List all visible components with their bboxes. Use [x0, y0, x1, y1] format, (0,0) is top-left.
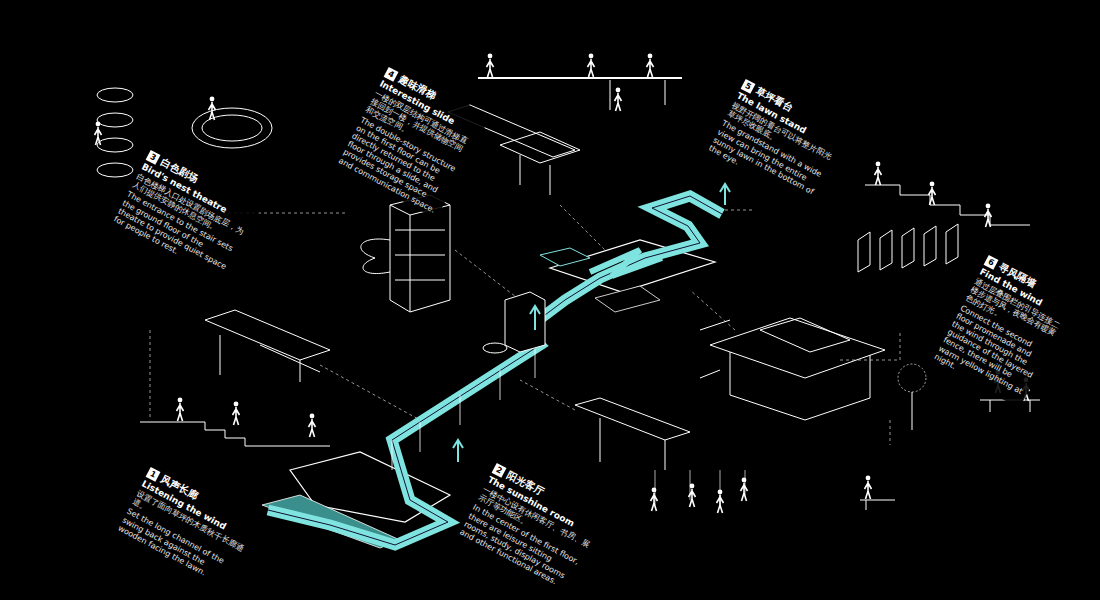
up-arrow [530, 306, 540, 330]
leader-line [320, 365, 420, 420]
tower-box [505, 292, 545, 352]
leader-line [722, 210, 752, 211]
spiral-ring [97, 88, 133, 102]
person [309, 414, 316, 437]
desk [860, 500, 895, 510]
person [689, 484, 696, 507]
person [615, 88, 622, 111]
detail-drawings [97, 78, 1040, 510]
person [741, 478, 748, 501]
tree-trunk [912, 392, 913, 430]
callout-note: 2阳光客厅The sunshine room一楼中心设有休闲客厅、书房、展示厅等… [455, 458, 609, 596]
room-block [595, 286, 660, 312]
pavilion-building [710, 318, 885, 420]
pavilion-wings [700, 320, 730, 378]
up-arrow [453, 440, 463, 462]
leader-line [690, 290, 735, 330]
spiral-ring [97, 113, 133, 127]
tower-frame [390, 195, 450, 312]
person [717, 490, 724, 513]
leader-line [890, 420, 891, 445]
callout-note: 3白色剧场Bird's nest theatre白色楼梯入口处设置剧场底层，为人… [109, 145, 263, 283]
grandstand-steps [865, 185, 1030, 225]
swing-gallery [575, 398, 690, 470]
spiral-ring [97, 138, 133, 152]
theatre-ring [202, 115, 262, 141]
callout-note: 4趣味滑梯Interesting slide一楼的双层结构可通过滑梯直接回到一楼… [334, 62, 491, 219]
person [985, 204, 992, 227]
person [209, 97, 216, 120]
leader-line [150, 330, 151, 420]
stair-block [540, 248, 590, 266]
person [487, 54, 494, 77]
platform-posts [610, 80, 665, 110]
callout-number: 4 [384, 66, 399, 81]
callout-number: 6 [984, 254, 999, 269]
person [233, 402, 240, 425]
callout-number: 3 [146, 149, 161, 164]
bridge-structure [205, 310, 330, 382]
person [588, 54, 595, 77]
tree [898, 364, 926, 392]
person [177, 398, 184, 421]
callout-number: 5 [741, 78, 756, 93]
person [95, 122, 102, 145]
callout-number: 1 [146, 466, 161, 481]
leader-lines [150, 205, 900, 445]
person [929, 182, 936, 205]
slide-coil [483, 343, 507, 353]
person [865, 476, 872, 499]
theatre-ring [192, 108, 272, 148]
n-shaped-bridge [590, 250, 662, 276]
callout-note: 6寻风隔墙Find the wind通过层叠围栏的引导连接二楼步道与风，夜晚会有… [929, 250, 1078, 408]
platform-section [478, 77, 682, 79]
person [647, 54, 654, 77]
spiral-ring [97, 163, 133, 177]
corridor-posts [392, 348, 535, 470]
person [875, 162, 882, 185]
leader-line [455, 250, 520, 300]
layered-fence [858, 224, 958, 272]
leader-line [520, 380, 575, 410]
people [95, 54, 1030, 513]
callout-note: 5草坪看台The lawn stand视野开阔的看台可以将整片阳光草坪尽收眼底。… [704, 74, 855, 210]
section-stairs [140, 422, 330, 446]
callout-note: 1风声长廊Listening the wind设置了面向草坪的木质秋千长廊通道。… [113, 462, 263, 592]
swing-ropes [655, 470, 745, 505]
slide-line [361, 239, 390, 274]
tower-floors [395, 230, 445, 280]
person [651, 488, 658, 511]
leader-line [560, 205, 605, 250]
up-arrow [720, 184, 730, 205]
